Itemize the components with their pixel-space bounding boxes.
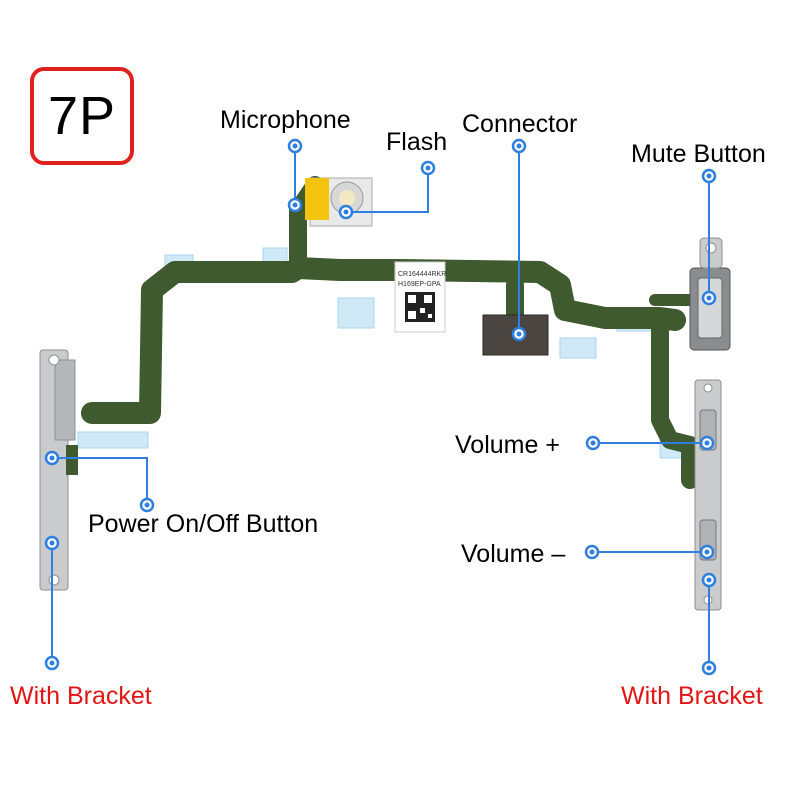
sticker-line-2: H169EP-GPA [398,281,441,288]
model-badge: 7P [30,67,134,165]
flash-label: Flash [386,128,448,156]
callout-lines [51,146,710,668]
callout-dot-centers [49,143,712,671]
power-button-label: Power On/Off Button [88,510,319,538]
model-badge-text: 7P [47,86,117,146]
with-bracket-right-label: With Bracket [621,682,763,710]
volume-up-label: Volume + [455,431,560,459]
qr-sticker: CR164444RKR H169EP-GPA [394,261,446,333]
connector-label: Connector [462,110,578,138]
volume-down-label: Volume – [461,540,566,568]
left-bracket [39,349,78,591]
microphone-label: Microphone [220,106,351,134]
sticker-line-1: CR164444RKR [398,271,446,278]
with-bracket-left-label: With Bracket [10,682,152,710]
flash-module [305,177,373,227]
mute-button-label: Mute Button [631,140,766,168]
